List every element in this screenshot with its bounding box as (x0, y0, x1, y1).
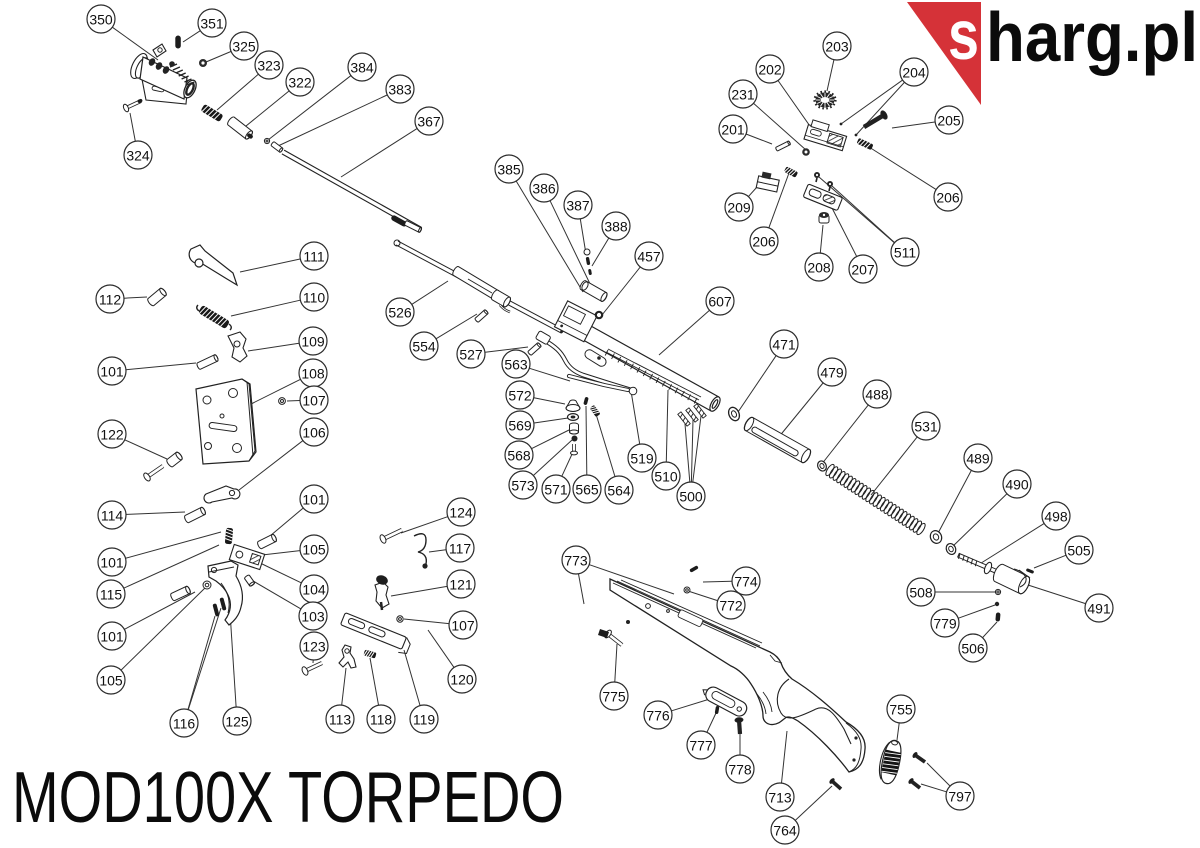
svg-text:125: 125 (225, 713, 249, 729)
svg-text:107: 107 (451, 617, 475, 633)
svg-text:797: 797 (948, 788, 972, 804)
svg-text:505: 505 (1067, 542, 1091, 558)
svg-text:101: 101 (302, 491, 326, 507)
svg-text:573: 573 (511, 477, 535, 493)
svg-text:118: 118 (370, 711, 393, 727)
svg-text:385: 385 (497, 161, 521, 177)
svg-text:110: 110 (303, 289, 326, 305)
svg-text:s: s (948, 0, 979, 74)
svg-text:773: 773 (564, 552, 588, 568)
svg-text:383: 383 (388, 81, 412, 97)
svg-text:776: 776 (646, 707, 670, 723)
svg-text:208: 208 (807, 259, 831, 275)
svg-text:351: 351 (200, 15, 224, 31)
svg-text:323: 323 (257, 57, 281, 73)
svg-text:457: 457 (637, 248, 661, 264)
svg-text:MOD100X TORPEDO: MOD100X TORPEDO (12, 757, 564, 838)
svg-text:572: 572 (508, 387, 532, 403)
svg-text:231: 231 (731, 86, 755, 102)
svg-text:205: 205 (937, 112, 961, 128)
svg-text:775: 775 (602, 688, 626, 704)
svg-text:527: 527 (459, 346, 483, 362)
svg-text:117: 117 (449, 540, 472, 556)
svg-text:101: 101 (100, 363, 124, 379)
svg-text:105: 105 (302, 541, 326, 557)
svg-text:101: 101 (100, 554, 124, 570)
svg-text:119: 119 (413, 711, 436, 727)
svg-text:387: 387 (566, 197, 590, 213)
svg-text:122: 122 (100, 426, 124, 442)
svg-text:324: 324 (126, 147, 150, 163)
svg-text:498: 498 (1044, 508, 1068, 524)
svg-text:350: 350 (89, 11, 113, 27)
svg-text:109: 109 (301, 333, 325, 349)
svg-text:207: 207 (851, 261, 875, 277)
svg-text:103: 103 (301, 608, 325, 624)
svg-text:713: 713 (768, 789, 792, 805)
svg-text:511: 511 (894, 244, 917, 260)
svg-text:322: 322 (288, 74, 312, 90)
svg-text:123: 123 (302, 638, 326, 654)
svg-text:120: 120 (450, 671, 474, 687)
svg-text:115: 115 (100, 586, 123, 602)
svg-text:203: 203 (825, 38, 849, 54)
svg-text:101: 101 (100, 628, 124, 644)
svg-text:571: 571 (544, 481, 568, 497)
svg-text:764: 764 (773, 822, 797, 838)
svg-text:107: 107 (302, 392, 326, 408)
svg-text:526: 526 (388, 304, 412, 320)
svg-text:204: 204 (902, 64, 926, 80)
svg-text:112: 112 (99, 291, 122, 307)
svg-text:506: 506 (961, 640, 985, 656)
svg-text:565: 565 (575, 481, 599, 497)
svg-text:564: 564 (607, 482, 631, 498)
svg-text:471: 471 (772, 336, 796, 352)
svg-text:367: 367 (417, 113, 441, 129)
svg-text:harg.pl: harg.pl (986, 0, 1198, 76)
svg-text:209: 209 (727, 199, 751, 215)
svg-text:105: 105 (99, 672, 123, 688)
svg-text:114: 114 (101, 507, 124, 523)
svg-text:755: 755 (889, 701, 913, 717)
svg-text:779: 779 (933, 615, 957, 631)
svg-text:201: 201 (721, 121, 745, 137)
svg-text:479: 479 (820, 364, 844, 380)
svg-text:325: 325 (232, 38, 256, 54)
svg-text:778: 778 (728, 761, 752, 777)
svg-text:489: 489 (966, 450, 990, 466)
svg-text:111: 111 (303, 248, 324, 264)
svg-text:386: 386 (532, 180, 556, 196)
svg-text:202: 202 (758, 61, 782, 77)
svg-text:116: 116 (173, 715, 196, 731)
svg-text:607: 607 (708, 293, 732, 309)
svg-text:488: 488 (865, 386, 889, 402)
svg-text:108: 108 (301, 365, 325, 381)
svg-text:113: 113 (329, 711, 352, 727)
svg-text:510: 510 (654, 468, 678, 484)
svg-text:777: 777 (689, 737, 713, 753)
svg-text:121: 121 (449, 576, 473, 592)
svg-text:500: 500 (679, 488, 703, 504)
svg-text:519: 519 (630, 450, 654, 466)
svg-text:388: 388 (604, 218, 628, 234)
svg-text:563: 563 (504, 356, 528, 372)
svg-text:491: 491 (1087, 600, 1111, 616)
svg-text:104: 104 (302, 581, 326, 597)
svg-text:206: 206 (752, 233, 776, 249)
svg-text:206: 206 (936, 189, 960, 205)
svg-text:554: 554 (412, 338, 436, 354)
svg-text:569: 569 (508, 417, 532, 433)
svg-text:772: 772 (719, 597, 743, 613)
svg-text:531: 531 (914, 418, 938, 434)
svg-text:384: 384 (350, 59, 374, 75)
svg-text:106: 106 (302, 424, 326, 440)
svg-text:774: 774 (734, 573, 758, 589)
svg-text:490: 490 (1005, 476, 1029, 492)
svg-text:508: 508 (909, 584, 933, 600)
svg-text:124: 124 (449, 504, 473, 520)
svg-text:568: 568 (507, 447, 531, 463)
